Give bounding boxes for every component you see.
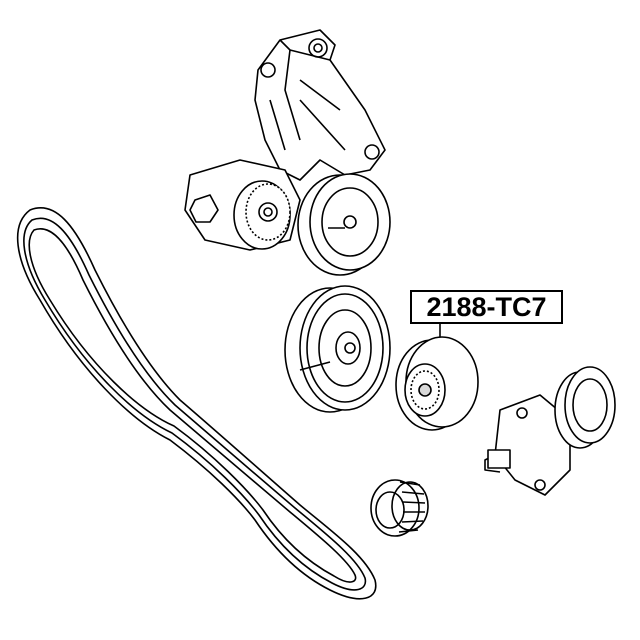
part-number-callout: 2188-TC7 xyxy=(410,290,563,324)
crankshaft-pulley xyxy=(284,285,391,413)
tensioner-bracket xyxy=(254,29,386,181)
hydraulic-tensioner xyxy=(484,394,571,496)
tensioner-pulley xyxy=(233,180,291,250)
ribbed-belt xyxy=(16,207,377,600)
idler-pulley-2188-tc7 xyxy=(395,336,479,431)
alternator-pulley xyxy=(370,479,429,537)
idler-pulley-top xyxy=(297,173,391,276)
tensioner-pulley-right xyxy=(554,366,616,449)
